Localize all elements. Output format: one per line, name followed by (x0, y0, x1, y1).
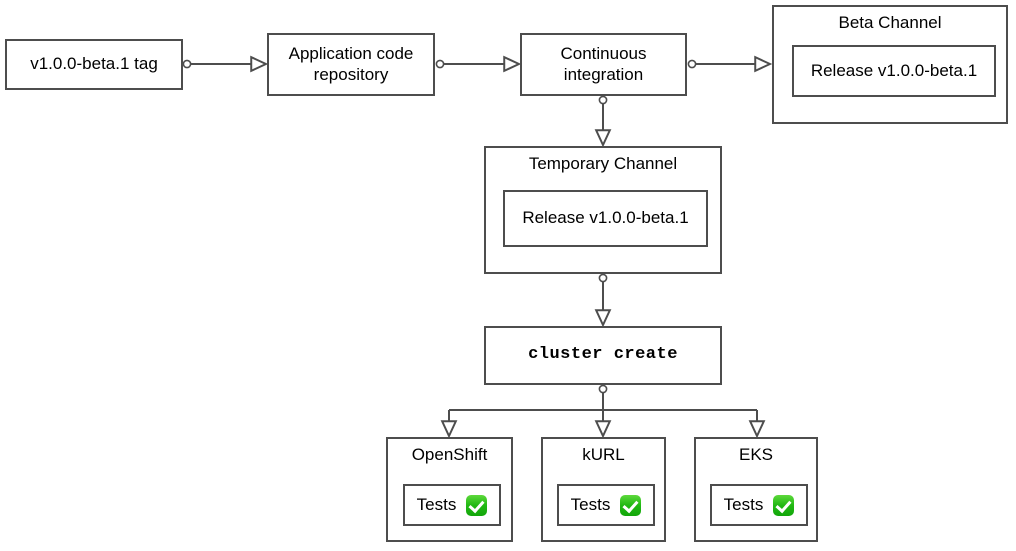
node-cluster-create[interactable]: cluster create (484, 326, 722, 385)
node-eks-tests[interactable]: Tests (710, 484, 808, 526)
node-cluster-create-label: cluster create (528, 345, 678, 365)
group-beta-channel-title: Beta Channel (838, 13, 942, 32)
group-beta-channel[interactable]: Beta Channel Release v1.0.0-beta.1 (772, 5, 1008, 124)
node-beta-channel-release[interactable]: Release v1.0.0-beta.1 (792, 45, 996, 97)
edge-source-dot (435, 59, 445, 69)
edge-source-dot (598, 384, 608, 394)
node-kurl-tests[interactable]: Tests (557, 484, 655, 526)
edge-source-dot (687, 59, 697, 69)
node-temporary-channel-release[interactable]: Release v1.0.0-beta.1 (503, 190, 708, 247)
node-continuous-integration-label: Continuous integration (560, 44, 647, 84)
edge-source-dot (598, 273, 608, 283)
edge-source-dot (598, 95, 608, 105)
group-temporary-channel-title: Temporary Channel (528, 154, 678, 173)
node-kurl-tests-label: Tests (570, 494, 611, 514)
group-temporary-channel[interactable]: Temporary Channel Release v1.0.0-beta.1 (484, 146, 722, 274)
green-check-icon (773, 494, 795, 516)
group-openshift[interactable]: OpenShift Tests (386, 437, 513, 542)
green-check-icon (620, 494, 642, 516)
edge-cluster-create-bus (449, 393, 757, 411)
group-kurl-title: kURL (582, 445, 625, 464)
edge-source-dot (182, 59, 192, 69)
node-application-code-repository[interactable]: Application code repository (267, 33, 435, 96)
node-beta-channel-release-label: Release v1.0.0-beta.1 (810, 60, 978, 80)
node-continuous-integration[interactable]: Continuous integration (520, 33, 687, 96)
node-openshift-tests-label: Tests (416, 494, 457, 514)
group-eks-title: EKS (738, 445, 774, 464)
node-temporary-channel-release-label: Release v1.0.0-beta.1 (522, 208, 689, 228)
group-openshift-title: OpenShift (411, 445, 488, 464)
green-check-icon (466, 494, 488, 516)
node-version-tag[interactable]: v1.0.0-beta.1 tag (5, 39, 183, 90)
group-eks[interactable]: EKS Tests (694, 437, 818, 542)
group-kurl[interactable]: kURL Tests (541, 437, 666, 542)
node-version-tag-label: v1.0.0-beta.1 tag (30, 54, 158, 74)
node-eks-tests-label: Tests (723, 494, 764, 514)
node-openshift-tests[interactable]: Tests (403, 484, 501, 526)
node-application-code-repository-label: Application code repository (288, 44, 414, 84)
